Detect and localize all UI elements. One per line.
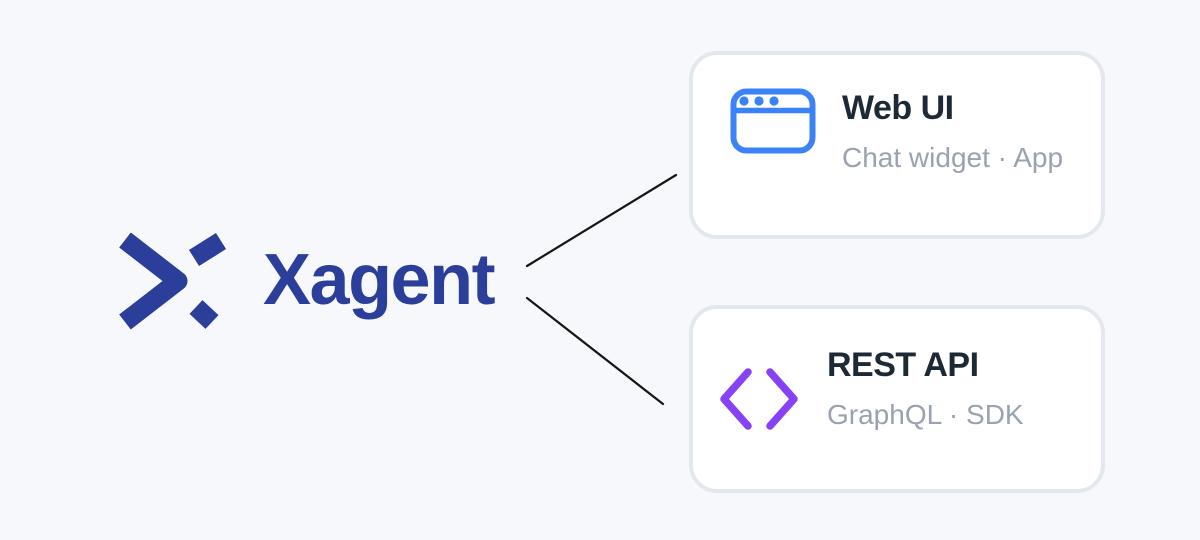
card-rest-api: REST API GraphQL · SDK [689, 305, 1105, 493]
card-subtitle: GraphQL · SDK [827, 399, 1024, 430]
xagent-x-mark-icon [119, 232, 227, 330]
card-title: REST API [827, 346, 979, 384]
brand-logo: Xagent [118, 230, 496, 330]
brand-name: Xagent [263, 240, 496, 320]
code-brackets-icon [719, 367, 799, 431]
card-text: Web UI Chat widget · App [842, 86, 1063, 176]
browser-window-icon [730, 88, 816, 154]
connector-xagent-to-web-ui [525, 173, 678, 268]
card-web-ui: Web UI Chat widget · App [689, 51, 1105, 239]
card-subtitle: Chat widget · App [842, 142, 1064, 173]
card-text: REST API GraphQL · SDK [827, 343, 1024, 433]
card-title: Web UI [842, 89, 954, 127]
connector-xagent-to-rest-api [525, 296, 665, 406]
